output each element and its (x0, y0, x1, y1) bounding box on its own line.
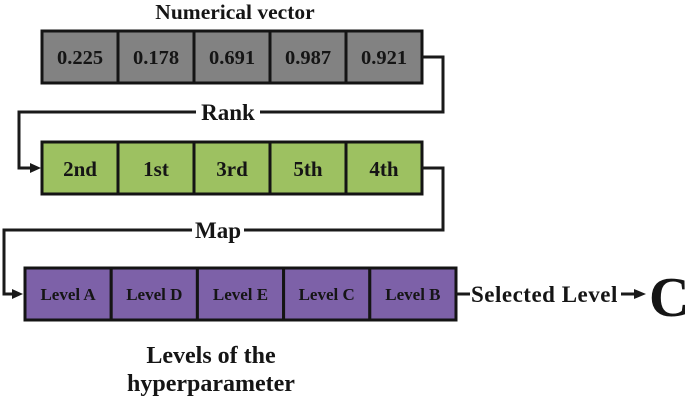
arrowhead-right-icon (30, 163, 41, 173)
rank-cell (192, 140, 272, 196)
rank-cell (40, 140, 120, 196)
map-connector-label: Map (195, 218, 241, 243)
rank-cell-value: 4th (369, 157, 398, 181)
numerical-cell (40, 29, 120, 85)
level-cell-value: Level D (126, 285, 182, 304)
numerical-cell-value: 0.921 (361, 47, 407, 69)
level-cell (195, 266, 286, 322)
level-cell (368, 266, 458, 322)
level-cell (109, 266, 199, 322)
rank-label-backing (196, 99, 260, 125)
levels-row: Level A Level D Level E Level C Level B (23, 266, 458, 322)
figure-title: Numerical vector (155, 0, 315, 24)
numerical-cell-value: 0.987 (285, 47, 331, 69)
rank-connector-label: Rank (201, 100, 255, 125)
caption-line-1: Levels of the (146, 343, 276, 369)
rank-cell-value: 2nd (63, 157, 97, 181)
rank-cell-value: 5th (293, 157, 322, 181)
numerical-cell-value: 0.691 (209, 47, 255, 69)
arrowhead-right-icon (634, 289, 646, 299)
rank-row: 2nd 1st 3rd 5th 4th (40, 140, 424, 196)
rank-cell-value: 3rd (216, 157, 248, 181)
numerical-cell (344, 29, 424, 85)
numerical-cell (192, 29, 272, 85)
level-cell-value: Level B (385, 285, 440, 304)
numerical-cell (116, 29, 196, 85)
map-connector: Map (2, 166, 445, 299)
level-cell-value: Level C (299, 285, 355, 304)
rank-cell (116, 140, 196, 196)
level-cell-value: Level E (213, 285, 268, 304)
rank-connector: Rank (17, 55, 445, 173)
selected-level-output: Selected Level C (456, 267, 685, 329)
figure-caption: Levels of the hyperparameter (127, 343, 295, 397)
level-cell (282, 266, 372, 322)
rank-cell-value: 1st (143, 157, 169, 181)
selected-level-label: Selected Level (471, 282, 618, 307)
level-cell (23, 266, 113, 322)
numerical-cell-value: 0.178 (133, 47, 179, 69)
level-cell-value: Level A (40, 285, 96, 304)
rank-cell (268, 140, 348, 196)
numerical-cell-value: 0.225 (57, 47, 103, 69)
caption-line-2: hyperparameter (127, 371, 295, 397)
selected-level-value: C (649, 267, 685, 329)
numerical-vector-row: 0.225 0.178 0.691 0.987 0.921 (40, 29, 424, 85)
arrowhead-right-icon (12, 289, 23, 299)
map-label-backing (192, 217, 244, 243)
